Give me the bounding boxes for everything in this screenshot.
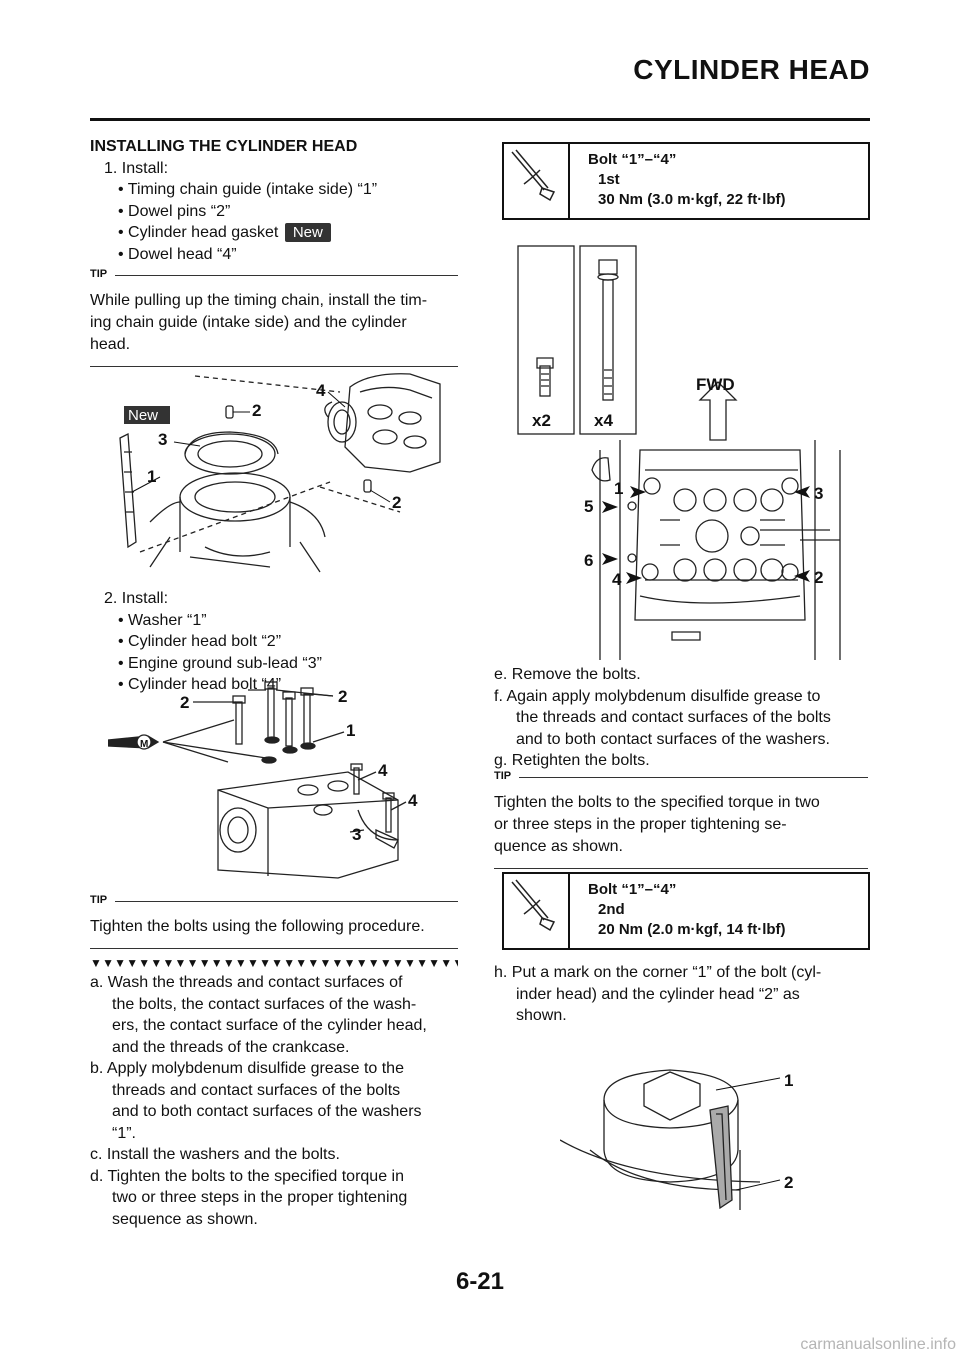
sequence-4: 4 <box>612 570 622 589</box>
torque-wrench-icon <box>511 149 556 202</box>
procedure-step-cont: “1”. <box>112 1124 136 1142</box>
page-number: 6-21 <box>455 1268 505 1295</box>
header-rule <box>90 118 870 121</box>
procedure-step: a. Wash the threads and contact surfaces… <box>90 974 403 991</box>
procedure-step-cont: shown. <box>516 1007 567 1024</box>
spec-step: 2nd <box>598 901 625 918</box>
procedure-step-cont: two or three steps in the proper tighten… <box>112 1189 408 1206</box>
step2-item: • Washer “1” <box>118 611 207 629</box>
callout-1: 1 <box>784 1071 793 1090</box>
tip-box: TIP While pulling up the timing chain, i… <box>90 268 458 367</box>
spec-step: 1st <box>598 171 620 188</box>
procedure-step-cont: and to both contact surfaces of the wash… <box>516 730 830 748</box>
section-heading: INSTALLING THE CYLINDER HEAD <box>90 138 358 155</box>
tip-box: TIP Tighten the bolts to the specified t… <box>494 770 868 869</box>
procedure-step: d. Tighten the bolts to the specified to… <box>90 1167 404 1185</box>
tip-text: While pulling up the timing chain, insta… <box>90 292 428 309</box>
spec-bolt: Bolt “1”–“4” <box>588 881 677 898</box>
tip-text: Tighten the bolts to the specified torqu… <box>494 794 820 811</box>
procedure-step-cont: ers, the contact surface of the cylinder… <box>112 1017 427 1034</box>
procedure-start-marker: ▼▼▼▼▼▼▼▼▼▼▼▼▼▼▼▼▼▼▼▼▼▼▼▼▼▼▼▼▼▼▼▼▼▼▼▼ <box>90 956 458 970</box>
step1-item: • Dowel head “4” <box>118 245 237 263</box>
procedure-step: g. Retighten the bolts. <box>494 752 650 769</box>
callout-3: 3 <box>158 430 167 449</box>
step1-item: • Dowel pins “2” <box>118 202 231 220</box>
step1-label: 1. Install: <box>104 159 169 177</box>
callout-2: 2 <box>180 693 189 712</box>
callout-4: 4 <box>316 381 326 400</box>
procedure-step: c. Install the washers and the bolts. <box>90 1146 340 1163</box>
fwd-label: FWD <box>696 375 735 394</box>
torque-wrench-icon <box>511 879 556 932</box>
step2-item: • Cylinder head bolt “2” <box>118 633 282 650</box>
step1-item: • Cylinder head gasket New <box>90 222 458 244</box>
procedure-list: a. Wash the threads and contact surfaces… <box>90 972 458 1230</box>
grease-mark: M <box>140 739 148 750</box>
tip-text: ing chain guide (intake side) and the cy… <box>90 314 407 331</box>
procedure-list-right: e. Remove the bolts. f. Again apply moly… <box>494 664 870 772</box>
step2-item: • Cylinder head bolt “4” <box>118 676 282 693</box>
tip-text: or three steps in the proper tightening … <box>494 816 787 833</box>
tip-text: head. <box>90 336 131 353</box>
tightening-sequence-figure: x2 x4 FWD 1 5 6 4 3 2 <box>517 245 841 660</box>
page-header-title: CYLINDER HEAD <box>633 54 870 85</box>
procedure-step-cont: inder head) and the cylinder head “2” as <box>516 985 800 1003</box>
callout-4b: 4 <box>408 791 418 810</box>
qty-long-bolt: x4 <box>594 411 613 430</box>
torque-spec-box: Bolt “1”–“4” 2nd 20 Nm (2.0 m·kgf, 14 ft… <box>502 872 870 950</box>
procedure-step-h: h. Put a mark on the corner “1” of the b… <box>494 962 870 1027</box>
procedure-step-cont: the bolts, the contact surfaces of the w… <box>112 995 417 1013</box>
tip-label: TIP <box>494 770 512 782</box>
callout-3: 3 <box>352 825 361 844</box>
callout-4: 4 <box>378 761 388 780</box>
sequence-6: 6 <box>584 551 593 570</box>
callout-2b: 2 <box>392 493 401 512</box>
left-column: INSTALLING THE CYLINDER HEAD 1. Install:… <box>90 136 458 265</box>
qty-short-bolt: x2 <box>532 411 551 430</box>
tip-text: Tighten the bolts using the following pr… <box>90 918 425 935</box>
tip-label: TIP <box>90 268 108 280</box>
watermark: carmanualsonline.info <box>800 1336 956 1353</box>
step2-block: 2. Install: • Washer “1” • Cylinder head… <box>90 588 458 696</box>
step2-label: 2. Install: <box>104 590 169 607</box>
spec-torque: 20 Nm (2.0 m·kgf, 14 ft·lbf) <box>598 921 786 938</box>
sequence-3: 3 <box>814 484 823 503</box>
procedure-step-cont: and to both contact surfaces of the wash… <box>112 1103 422 1120</box>
step2-item: • Engine ground sub-lead “3” <box>118 654 322 672</box>
new-badge: New <box>284 223 331 242</box>
procedure-step: b. Apply molybdenum disulfide grease to … <box>90 1060 404 1077</box>
step1-item: • Timing chain guide (intake side) “1” <box>118 181 378 198</box>
tip-label: TIP <box>90 894 108 906</box>
procedure-step: e. Remove the bolts. <box>494 666 641 683</box>
procedure-step-cont: the threads and contact surfaces of the … <box>516 709 831 726</box>
sequence-1: 1 <box>614 479 623 498</box>
spec-torque: 30 Nm (3.0 m·kgf, 22 ft·lbf) <box>598 191 786 208</box>
spec-bolt: Bolt “1”–“4” <box>588 151 677 168</box>
procedure-step: h. Put a mark on the corner “1” of the b… <box>494 964 822 981</box>
callout-1: 1 <box>346 721 355 740</box>
head-bolts-figure: M 2 2 1 4 4 3 <box>108 681 418 879</box>
new-badge-label: New <box>128 407 158 424</box>
procedure-step-cont: sequence as shown. <box>112 1210 258 1228</box>
tip-box: TIP Tighten the bolts using the followin… <box>90 894 458 949</box>
tip-text: quence as shown. <box>494 838 623 855</box>
callout-2: 2 <box>784 1173 793 1192</box>
sequence-5: 5 <box>584 497 593 516</box>
procedure-step: f. Again apply molybdenum disulfide grea… <box>494 687 821 705</box>
procedure-step-cont: and the threads of the crankcase. <box>112 1038 350 1056</box>
torque-wrench-cell <box>504 144 570 218</box>
bolt-mark-figure: 1 2 <box>560 1069 793 1210</box>
callout-1: 1 <box>147 467 156 486</box>
cylinder-head-install-figure: New 2 3 1 4 2 <box>119 373 441 573</box>
procedure-step-cont: threads and contact surfaces of the bolt… <box>112 1081 401 1099</box>
sequence-2: 2 <box>814 568 823 587</box>
callout-2: 2 <box>252 401 261 420</box>
callout-2b: 2 <box>338 687 347 706</box>
torque-wrench-cell <box>504 874 570 948</box>
torque-spec-box: Bolt “1”–“4” 1st 30 Nm (3.0 m·kgf, 22 ft… <box>502 142 870 220</box>
